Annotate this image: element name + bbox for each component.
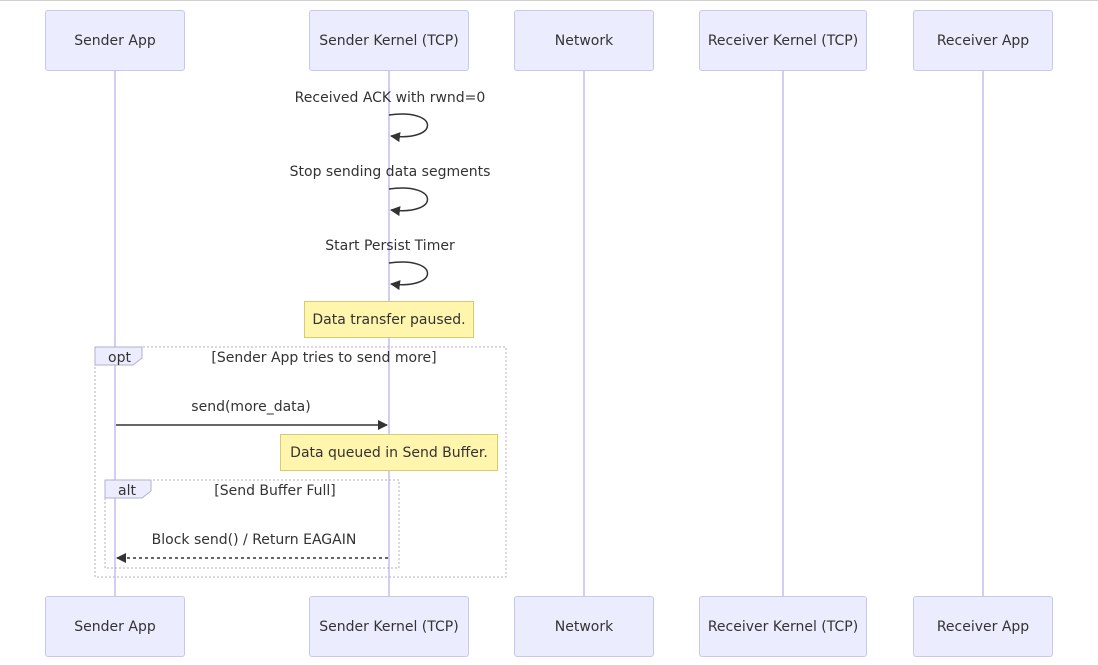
message-received-ack: Received ACK with rwnd=0: [294, 90, 486, 106]
opt-frame-tab: [94, 346, 143, 366]
alt-frame-condition: [Send Buffer Full]: [214, 483, 336, 499]
actor-receiver-kernel-bottom: Receiver Kernel (TCP): [699, 596, 867, 657]
actor-network-bottom: Network: [514, 596, 654, 657]
opt-frame: [94, 346, 507, 578]
actor-sender-app-bottom: Sender App: [45, 596, 185, 657]
actor-receiver-kernel-top: Receiver Kernel (TCP): [699, 10, 867, 71]
alt-frame: [104, 479, 400, 569]
self-loop-arrow-3: [388, 261, 429, 291]
message-start-persist-timer: Start Persist Timer: [325, 238, 455, 254]
note-data-transfer-paused: Data transfer paused.: [304, 301, 474, 338]
self-loop-arrow-2: [388, 187, 429, 217]
self-loop-arrow-1: [388, 113, 429, 143]
alt-frame-label: alt: [118, 483, 136, 499]
actor-sender-kernel-bottom: Sender Kernel (TCP): [309, 596, 469, 657]
opt-frame-label: opt: [108, 350, 131, 366]
message-stop-sending: Stop sending data segments: [289, 164, 491, 180]
note-data-queued: Data queued in Send Buffer.: [280, 434, 498, 471]
alt-frame-tab: [104, 479, 152, 499]
message-block-send: Block send() / Return EAGAIN: [151, 532, 357, 548]
actor-sender-kernel-top: Sender Kernel (TCP): [309, 10, 469, 71]
opt-frame-condition: [Sender App tries to send more]: [211, 350, 437, 366]
actor-receiver-app-top: Receiver App: [913, 10, 1053, 71]
actor-network-top: Network: [514, 10, 654, 71]
actor-receiver-app-bottom: Receiver App: [913, 596, 1053, 657]
top-border: [0, 0, 1098, 1]
actor-sender-app-top: Sender App: [45, 10, 185, 71]
message-send-more-data: send(more_data): [191, 399, 311, 415]
